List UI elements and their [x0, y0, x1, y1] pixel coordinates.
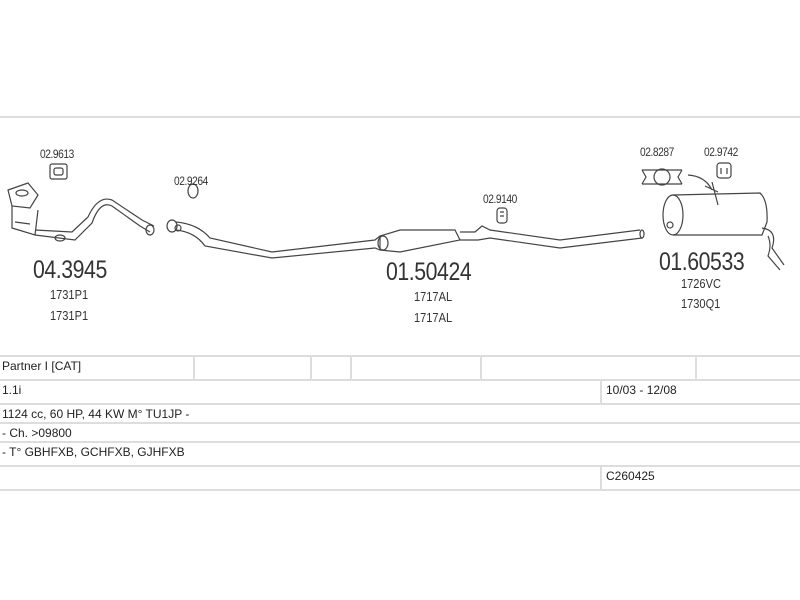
- table-row: 1.1i 10/03 - 12/08: [0, 379, 800, 403]
- rear-silencer-icon: [662, 174, 785, 271]
- period-cell: 10/03 - 12/08: [606, 383, 677, 397]
- table-row: - T° GBHFXB, GCHFXB, GJHFXB: [0, 441, 800, 465]
- chassis-cell: - Ch. >09800: [2, 426, 72, 440]
- middle-pipe-ref: 1717AL: [414, 310, 453, 325]
- ring-icon: [187, 183, 199, 199]
- part-number-hanger-2: 02.9742: [704, 145, 738, 159]
- rear-silencer-ref: 1726VC: [681, 276, 721, 291]
- catalyst-ref: 1731P1: [50, 308, 89, 323]
- middle-pipe-icon: [166, 219, 645, 259]
- part-number-gasket: 02.9613: [40, 147, 74, 161]
- catalyst-part-number: 04.3945: [33, 256, 107, 284]
- vehicle-info-table: Partner I [CAT] 1.1i 10/03 - 12/08 1124 …: [0, 355, 800, 491]
- specs-cell: 1124 cc, 60 HP, 44 KW M° TU1JP -: [2, 407, 190, 421]
- engine-cell: 1.1i: [2, 383, 22, 397]
- cell-divider: [480, 357, 482, 379]
- top-divider: [0, 116, 800, 118]
- catalyst-icon: [7, 182, 155, 242]
- cell-divider: [310, 357, 312, 379]
- part-number-hanger: 02.9140: [483, 192, 517, 206]
- cell-divider: [600, 467, 602, 489]
- cell-divider: [695, 357, 697, 379]
- part-number-clamp: 02.8287: [640, 145, 674, 159]
- cell-divider: [193, 357, 195, 379]
- rear-silencer-ref: 1730Q1: [681, 296, 721, 311]
- table-row: - Ch. >09800: [0, 422, 800, 441]
- types-cell: - T° GBHFXB, GCHFXB, GJHFXB: [2, 445, 185, 459]
- clamp-icon: [641, 168, 683, 186]
- table-row: Partner I [CAT]: [0, 355, 800, 379]
- catalyst-ref: 1731P1: [50, 287, 89, 302]
- code-cell: C260425: [606, 469, 655, 483]
- table-bottom-border: [0, 489, 800, 491]
- model-cell: Partner I [CAT]: [2, 359, 82, 373]
- exhaust-system-drawing: [7, 162, 785, 271]
- hanger-icon: [496, 207, 508, 224]
- cell-divider: [350, 357, 352, 379]
- cell-divider: [600, 381, 602, 403]
- gasket-icon: [49, 163, 68, 180]
- table-row: 1124 cc, 60 HP, 44 KW M° TU1JP -: [0, 403, 800, 422]
- part-number-ring: 02.9264: [174, 174, 208, 188]
- table-row: C260425: [0, 465, 800, 489]
- hanger-icon: [716, 162, 732, 179]
- middle-pipe-ref: 1717AL: [414, 289, 453, 304]
- middle-pipe-part-number: 01.50424: [386, 258, 472, 286]
- rear-silencer-part-number: 01.60533: [659, 248, 745, 276]
